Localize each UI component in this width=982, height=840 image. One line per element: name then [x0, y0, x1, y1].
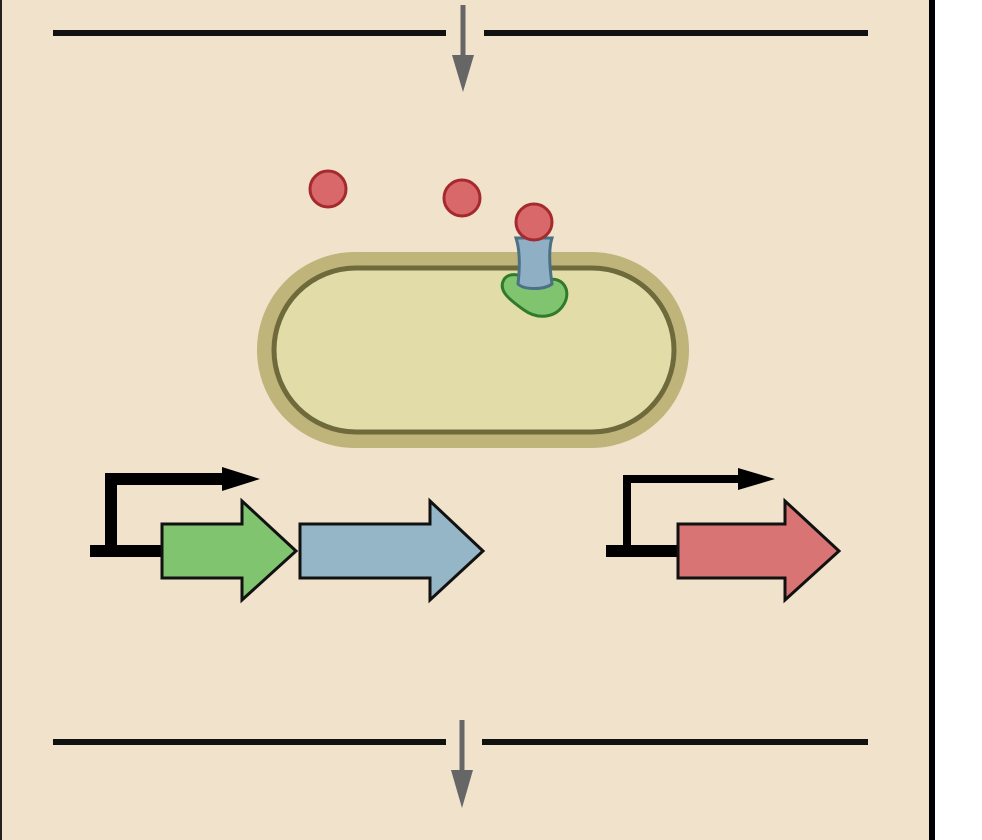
gene-green — [160, 497, 299, 604]
receptor — [500, 202, 569, 318]
top-divider — [53, 5, 868, 92]
down-arrow-icon — [451, 720, 473, 808]
operon-right — [606, 468, 842, 604]
ligand-molecule — [442, 178, 482, 218]
cell — [257, 252, 689, 448]
cell-cytoplasm — [271, 265, 677, 435]
operon-left — [90, 467, 486, 604]
ligand-molecule — [308, 169, 348, 209]
gene-blue — [298, 497, 486, 604]
promoter-arrow-icon — [90, 473, 230, 557]
receptor-protein — [513, 236, 555, 290]
bottom-divider — [53, 720, 868, 808]
gene-red — [676, 497, 842, 604]
bound-ligand — [514, 202, 554, 242]
down-arrow-icon — [452, 5, 474, 92]
